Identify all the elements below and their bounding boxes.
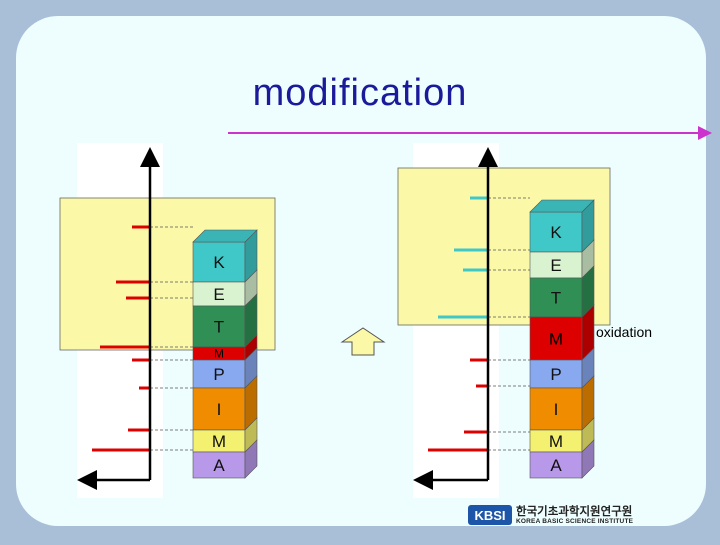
left-residue-label: P <box>213 365 224 384</box>
right-spectrum-ticks <box>428 196 488 452</box>
right-residue-box: A <box>529 439 595 479</box>
left-residue-box: I <box>192 375 258 431</box>
left-residue-label: I <box>217 400 222 419</box>
right-guide-lines <box>488 197 530 451</box>
right-residue-box: E <box>529 239 595 279</box>
logo-korean-name: 한국기초과학지원연구원 <box>516 504 633 518</box>
left-residue-box: M <box>192 417 258 453</box>
kbsi-logo: KBSI 한국기초과학지원연구원 KOREA BASIC SCIENCE INS… <box>468 503 648 529</box>
right-residue-label: P <box>550 365 561 384</box>
left-residue-label: E <box>213 285 224 304</box>
right-residue-label: M <box>549 432 563 451</box>
logo-english-name: KOREA BASIC SCIENCE INSTITUTE <box>516 518 634 525</box>
oxidation-annotation: oxidation <box>596 324 653 340</box>
left-residue-box: A <box>192 439 258 479</box>
left-residue-box: P <box>192 347 258 389</box>
right-residue-box: P <box>529 347 595 389</box>
right-residue-box: I <box>529 375 595 431</box>
right-residue-label: M <box>549 330 563 349</box>
right-residue-box: T <box>529 265 595 318</box>
left-residue-box: M <box>192 334 258 361</box>
right-residue-box: K <box>529 199 595 253</box>
kbsi-logo-icon: KBSI <box>468 505 512 525</box>
left-residue-label: T <box>214 318 224 337</box>
right-residue-label: I <box>554 400 559 419</box>
left-residue-label: A <box>213 456 225 475</box>
left-guide-lines <box>150 226 193 451</box>
left-residue-box: K <box>192 229 258 283</box>
right-residue-box: M <box>529 417 595 453</box>
right-residue-box: M <box>529 304 595 361</box>
right-residue-label: T <box>551 289 561 308</box>
left-residue-label: M <box>214 347 224 361</box>
left-spectrum-ticks <box>92 225 150 452</box>
left-residue-box: E <box>192 269 258 307</box>
right-residue-label: K <box>550 223 562 242</box>
up-arrow-icon <box>340 327 386 356</box>
left-residue-label: M <box>212 432 226 451</box>
logo-mark-text: KBSI <box>474 508 505 523</box>
right-residue-label: E <box>550 256 561 275</box>
right-residue-label: A <box>550 456 562 475</box>
slide-title: modification <box>252 72 468 114</box>
left-residue-box: T <box>192 293 258 348</box>
left-residue-label: K <box>213 253 225 272</box>
title-arrow-icon <box>698 126 712 140</box>
